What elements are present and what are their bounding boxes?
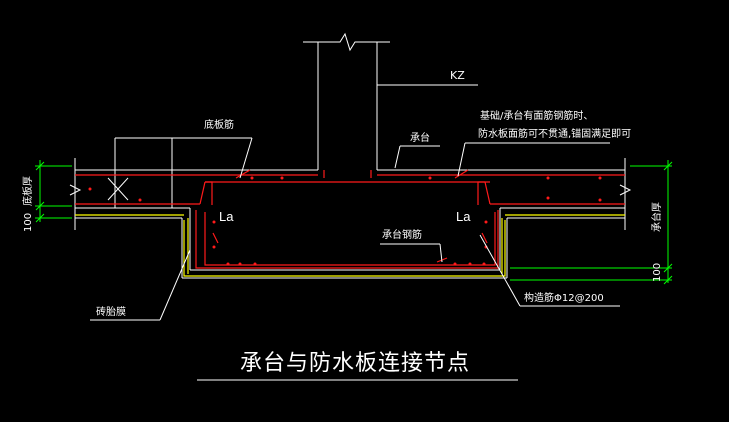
la-left-label: La: [219, 209, 234, 224]
left-dim-text: 底板厚: [21, 176, 34, 206]
left-dimension: [35, 160, 72, 223]
right-dim-text: 承台厚: [650, 202, 663, 232]
kz-label: KZ: [450, 69, 465, 82]
cap-rebar-label: 承台钢筋: [382, 228, 422, 241]
la-right-label: La: [456, 209, 471, 224]
note-line-2: 防水板面筋可不贯通,锚固满足即可: [478, 127, 631, 140]
leader-lines: [90, 84, 620, 381]
rebar-dots: [88, 176, 602, 266]
brick-form: [75, 214, 625, 277]
rebar-lines: [75, 169, 625, 269]
concrete-outline: [69, 32, 632, 279]
left-dim-100: 100: [23, 213, 34, 232]
brick-form-label: 砖胎膜: [96, 305, 126, 318]
stirrup-label: 构造筋Φ12@200: [524, 291, 604, 304]
right-dimension: [510, 160, 673, 285]
note-line-1: 基础/承台有面筋钢筋时、: [480, 109, 593, 122]
drawing-title: 承台与防水板连接节点: [240, 351, 470, 376]
cap-label: 承台: [410, 131, 430, 144]
floor-rebar-label: 底板筋: [204, 118, 234, 131]
right-dim-100: 100: [652, 263, 663, 282]
